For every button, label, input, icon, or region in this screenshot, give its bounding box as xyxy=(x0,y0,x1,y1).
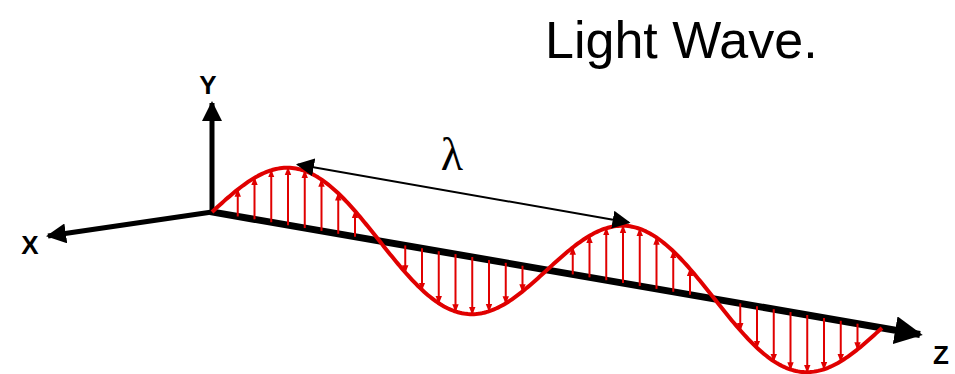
field-vector xyxy=(404,245,406,272)
axis-label: Y xyxy=(199,72,216,98)
field-vector xyxy=(471,257,473,314)
field-vector xyxy=(739,303,741,330)
field-vector xyxy=(254,178,256,219)
field-vector xyxy=(237,190,239,217)
field-vector xyxy=(337,193,339,234)
field-vector xyxy=(823,318,825,369)
axis-label: X xyxy=(21,232,38,258)
field-vector xyxy=(622,226,624,283)
field-vector xyxy=(321,180,323,231)
field-vector xyxy=(773,309,775,361)
field-vector xyxy=(421,248,423,289)
field-vector xyxy=(287,168,289,225)
field-vector xyxy=(304,171,306,228)
field-vector xyxy=(488,260,490,311)
field-vector xyxy=(790,312,792,369)
field-vector xyxy=(806,315,808,372)
field-vector xyxy=(756,306,758,347)
y-axis xyxy=(210,103,215,212)
field-vector xyxy=(857,324,859,350)
field-vector xyxy=(438,251,440,303)
field-vector xyxy=(572,247,574,274)
z-axis xyxy=(210,212,920,335)
field-vector xyxy=(270,170,272,222)
field-vector xyxy=(605,228,607,280)
field-vector xyxy=(639,229,641,286)
field-vector xyxy=(455,254,457,311)
field-vector xyxy=(656,238,658,289)
axis-label: Z xyxy=(933,342,949,368)
wave-curve xyxy=(212,168,882,372)
field-vector xyxy=(672,251,674,292)
field-vector xyxy=(522,266,524,292)
field-vector xyxy=(840,321,842,362)
field-vector xyxy=(589,236,591,277)
wavelength-symbol: λ xyxy=(441,132,463,178)
field-vector xyxy=(505,263,507,304)
title: Light Wave. xyxy=(545,14,818,66)
x-axis xyxy=(48,212,212,236)
wavelength-arrow xyxy=(298,164,629,222)
